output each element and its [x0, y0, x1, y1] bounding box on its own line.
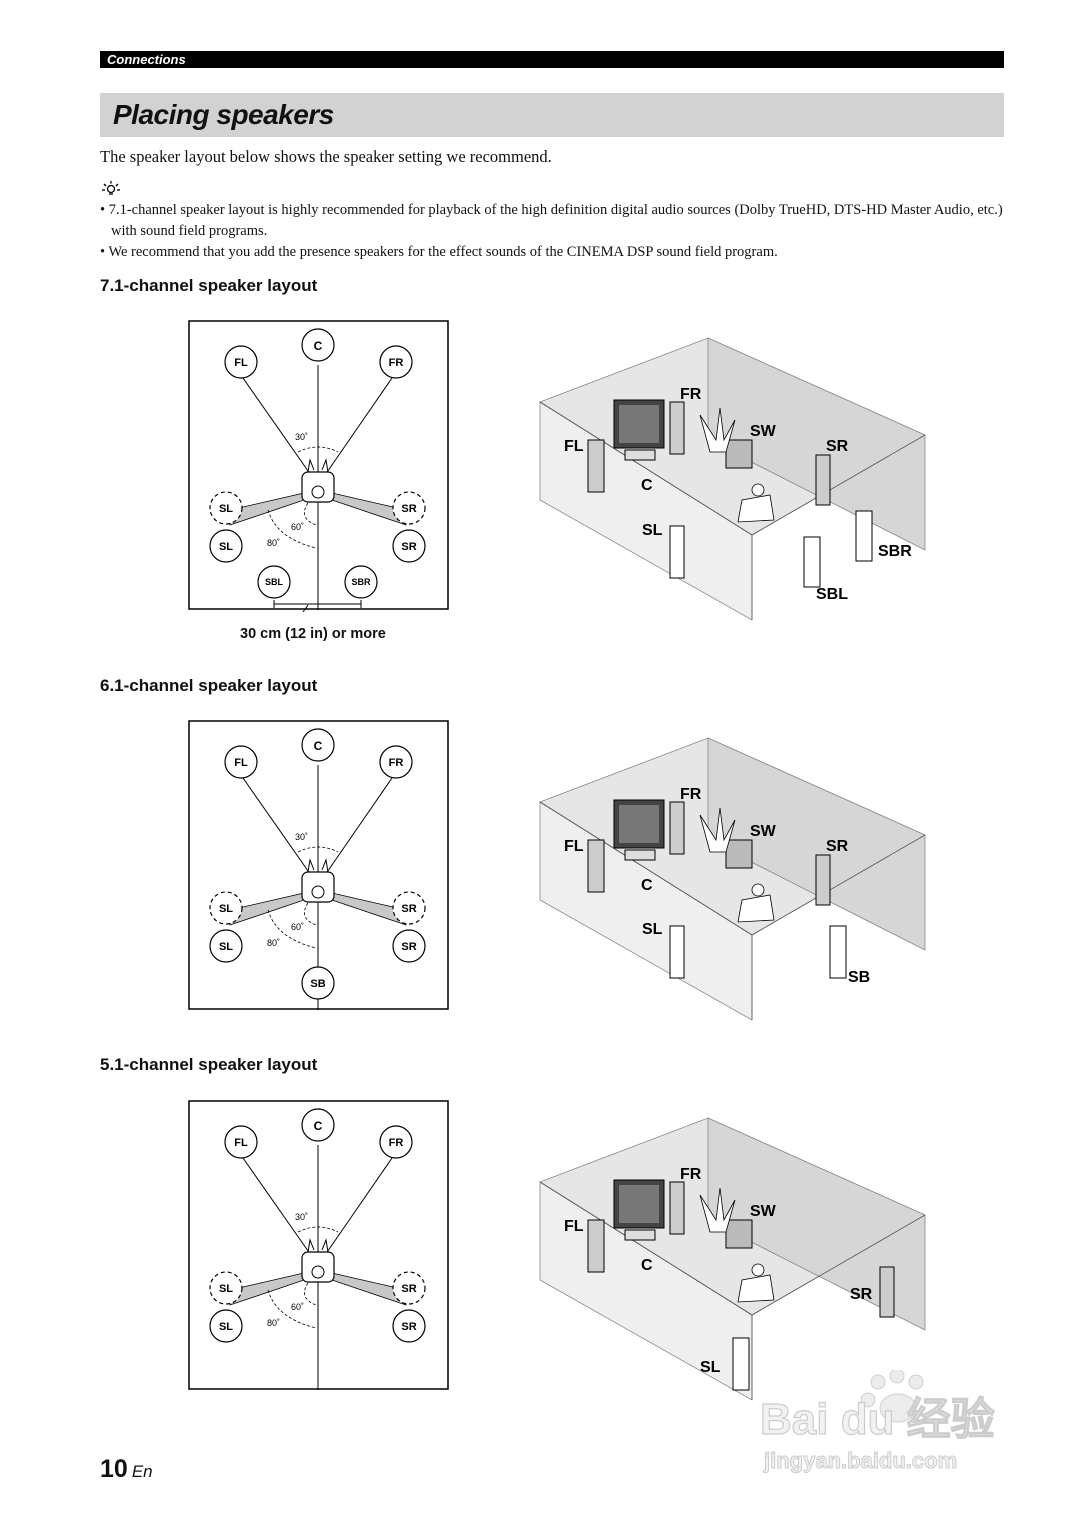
label-sl-alt: SL — [219, 503, 233, 515]
page-number-value: 10 — [100, 1455, 128, 1483]
title-band: Placing speakers — [100, 93, 1004, 137]
label-fr: FR — [389, 357, 404, 369]
room-label-sl: SL — [700, 1359, 721, 1376]
angle-60: 60˚ — [291, 522, 304, 532]
label-sl: SL — [219, 941, 233, 953]
note-item: • 7.1-channel speaker layout is highly r… — [100, 202, 1003, 239]
distance-caption: 30 cm (12 in) or more — [240, 626, 386, 642]
hint-icon — [102, 181, 120, 195]
room-label-fr: FR — [680, 386, 702, 403]
label-c: C — [314, 739, 323, 753]
label-sbr: SBR — [351, 577, 371, 587]
page-title: Placing speakers — [113, 99, 334, 130]
note-item: • We recommend that you add the presence… — [100, 244, 778, 260]
angle-60: 60˚ — [291, 922, 304, 932]
label-c: C — [314, 339, 323, 353]
room-label-sr: SR — [826, 838, 849, 855]
speaker-c — [301, 328, 335, 362]
label-c: C — [314, 1119, 323, 1133]
angle-30: 30˚ — [295, 832, 308, 842]
room-label-sl: SL — [642, 522, 663, 539]
label-fr: FR — [389, 1137, 404, 1149]
room-label-sb: SB — [848, 969, 870, 986]
room-label-sbr: SBR — [878, 543, 912, 560]
angle-30: 30˚ — [295, 432, 308, 442]
label-sr-alt: SR — [401, 503, 416, 515]
room-label-c: C — [641, 477, 653, 494]
label-sb: SB — [310, 978, 325, 990]
angle-80: 80˚ — [267, 538, 280, 548]
room-label-sw: SW — [750, 423, 777, 440]
label-sr: SR — [401, 1321, 416, 1333]
angle-60: 60˚ — [291, 1302, 304, 1312]
room-7-1: FL FR C SW SR SL SBR SBL — [539, 337, 926, 621]
label-sr-alt: SR — [401, 903, 416, 915]
room-label-sw: SW — [750, 1203, 777, 1220]
layout-6-1-title: 6.1-channel speaker layout — [100, 676, 318, 695]
page-lang: En — [131, 1462, 153, 1481]
layout-7-1-title: 7.1-channel speaker layout — [100, 276, 318, 295]
watermark-brand: Bai du 经验 — [760, 1395, 995, 1444]
label-fr: FR — [389, 757, 404, 769]
label-sr: SR — [401, 941, 416, 953]
label-fl: FL — [234, 1137, 248, 1149]
room-label-sr: SR — [850, 1286, 873, 1303]
label-sl: SL — [219, 541, 233, 553]
section-header: Connections — [100, 51, 1004, 68]
room-label-c: C — [641, 877, 653, 894]
label-sr: SR — [401, 541, 416, 553]
room-label-fl: FL — [564, 1218, 584, 1235]
notes: • 7.1-channel speaker layout is highly r… — [100, 200, 1005, 263]
angle-80: 80˚ — [267, 1318, 280, 1328]
room-label-sbl: SBL — [816, 586, 848, 603]
room-label-sl: SL — [642, 921, 663, 938]
layout-5-1-title: 5.1-channel speaker layout — [100, 1055, 318, 1074]
label-sl-alt: SL — [219, 903, 233, 915]
label-sl: SL — [219, 1321, 233, 1333]
angle-80: 80˚ — [267, 938, 280, 948]
label-sl-alt: SL — [219, 1283, 233, 1295]
room-label-fl: FL — [564, 438, 584, 455]
label-fl: FL — [234, 757, 248, 769]
label-sbl: SBL — [265, 577, 284, 587]
room-label-sr: SR — [826, 438, 849, 455]
label-fl: FL — [234, 357, 248, 369]
label-sr-alt: SR — [401, 1283, 416, 1295]
diagram-6-1: C FL FR SL SL SR SR SB 30˚ 60˚ 80˚ — [188, 720, 449, 1010]
intro-text: The speaker layout below shows the speak… — [100, 147, 552, 166]
room-label-fl: FL — [564, 838, 584, 855]
diagram-7-1: C FL FR SL SL SR SR SBL SBR 30˚ 60˚ 80˚ — [188, 320, 449, 612]
room-label-fr: FR — [680, 1166, 702, 1183]
diagram-5-1: C FL FR SL SL SR SR 30˚ 60˚ 80˚ — [188, 1100, 449, 1390]
room-5-1: FL FR C SW SR SL — [539, 1117, 926, 1401]
room-label-sw: SW — [750, 823, 777, 840]
watermark-url: jingyan.baidu.com — [763, 1448, 957, 1473]
room-label-fr: FR — [680, 786, 702, 803]
room-label-c: C — [641, 1257, 653, 1274]
room-6-1: FL FR C SW SR SL SB — [539, 737, 926, 1021]
watermark: Bai du 经验 jingyan.baidu.com — [760, 1370, 995, 1474]
angle-30: 30˚ — [295, 1212, 308, 1222]
